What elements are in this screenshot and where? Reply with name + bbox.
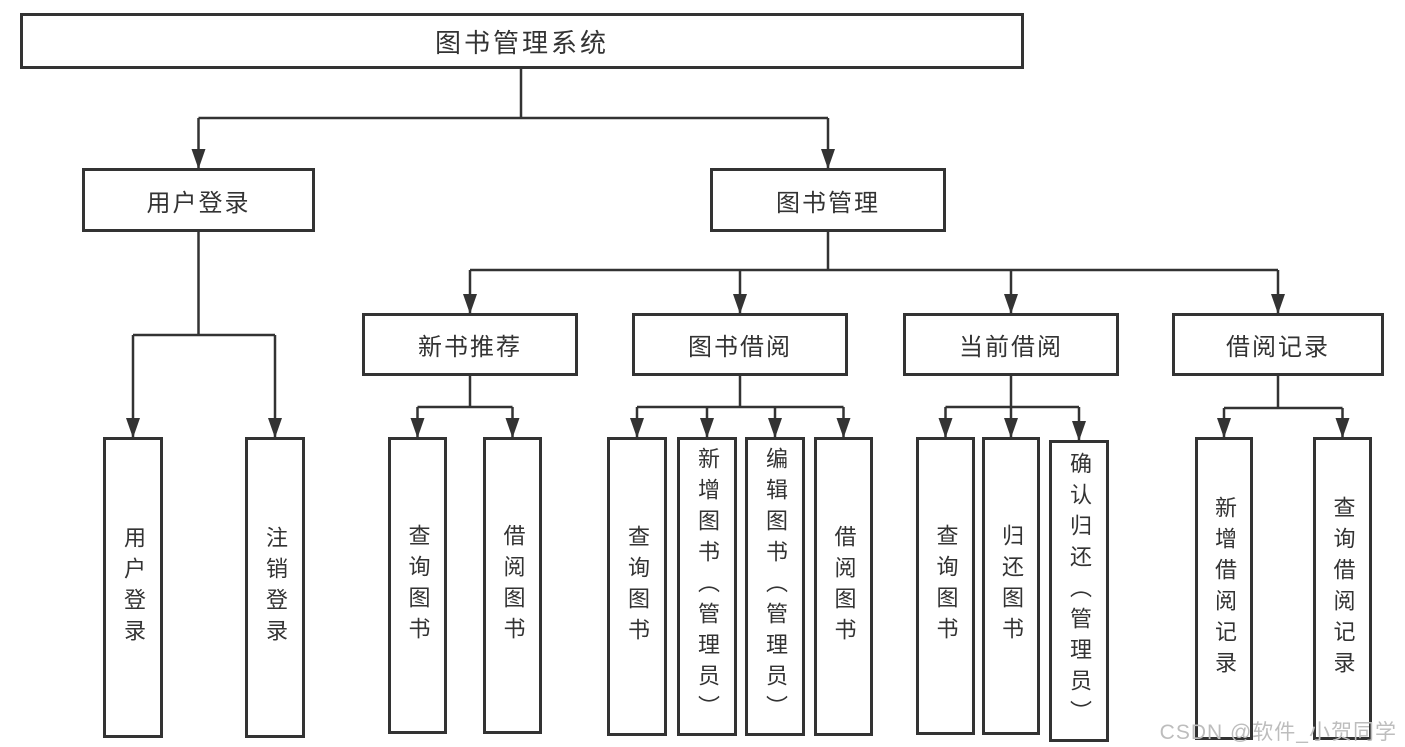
- connector-management-to-level3: [463, 232, 1285, 314]
- node-label: 新增借阅记录: [1212, 495, 1237, 682]
- node-label: 新增图书（管理员）: [695, 447, 720, 726]
- node-label: 用户登录: [146, 189, 251, 217]
- leaf-logout: 注销登录: [245, 437, 305, 738]
- leaf-return-books: 归还图书: [982, 437, 1040, 735]
- leaf-query-books-current: 查询图书: [916, 437, 975, 735]
- node-book-management-system: 图书管理系统: [20, 13, 1024, 69]
- connector-root-to-level2: [191, 69, 835, 169]
- node-book-management: 图书管理: [710, 168, 946, 232]
- connector-newbook-to-leaves: [410, 376, 520, 438]
- node-label: 图书管理: [776, 189, 880, 217]
- leaf-confirm-return-admin: 确认归还（管理员）: [1049, 440, 1109, 742]
- node-label: 当前借阅: [959, 334, 1063, 361]
- node-current-borrowing: 当前借阅: [903, 313, 1119, 376]
- node-label: 确认归还（管理员）: [1067, 451, 1092, 731]
- leaf-query-borrow-record: 查询借阅记录: [1313, 437, 1372, 740]
- leaf-user-login: 用户登录: [103, 437, 163, 738]
- node-label: 编辑图书（管理员）: [763, 447, 788, 726]
- leaf-borrow-books-newbook: 借阅图书: [483, 437, 542, 734]
- node-label: 借阅图书: [500, 523, 526, 648]
- node-label: 注销登录: [263, 525, 288, 650]
- node-label: 查询图书: [625, 524, 650, 649]
- node-label: 借阅记录: [1226, 334, 1330, 361]
- leaf-borrow-books-borrow: 借阅图书: [814, 437, 873, 736]
- leaf-add-books-admin: 新增图书（管理员）: [677, 437, 737, 736]
- connector-borrow-to-leaves: [630, 376, 851, 438]
- node-label: 图书管理系统: [434, 27, 609, 58]
- node-borrowing-records: 借阅记录: [1172, 313, 1384, 376]
- leaf-query-books-newbook: 查询图书: [388, 437, 447, 734]
- connector-current-to-leaves: [938, 376, 1086, 441]
- node-label: 查询图书: [405, 523, 431, 648]
- node-label: 新书推荐: [418, 334, 522, 361]
- node-new-book-recommend: 新书推荐: [362, 313, 578, 376]
- leaf-query-books-borrow: 查询图书: [607, 437, 667, 736]
- node-label: 用户登录: [121, 525, 146, 650]
- connector-login-to-leaves: [126, 232, 282, 438]
- node-label: 归还图书: [999, 524, 1024, 648]
- node-label: 图书借阅: [688, 334, 792, 361]
- node-user-login: 用户登录: [82, 168, 315, 232]
- leaf-add-borrow-record: 新增借阅记录: [1195, 437, 1253, 740]
- node-label: 查询借阅记录: [1330, 495, 1356, 682]
- node-book-borrowing: 图书借阅: [632, 313, 848, 376]
- leaf-edit-books-admin: 编辑图书（管理员）: [745, 437, 805, 736]
- node-label: 查询图书: [933, 524, 959, 648]
- node-label: 借阅图书: [831, 524, 857, 649]
- connector-records-to-leaves: [1217, 376, 1350, 438]
